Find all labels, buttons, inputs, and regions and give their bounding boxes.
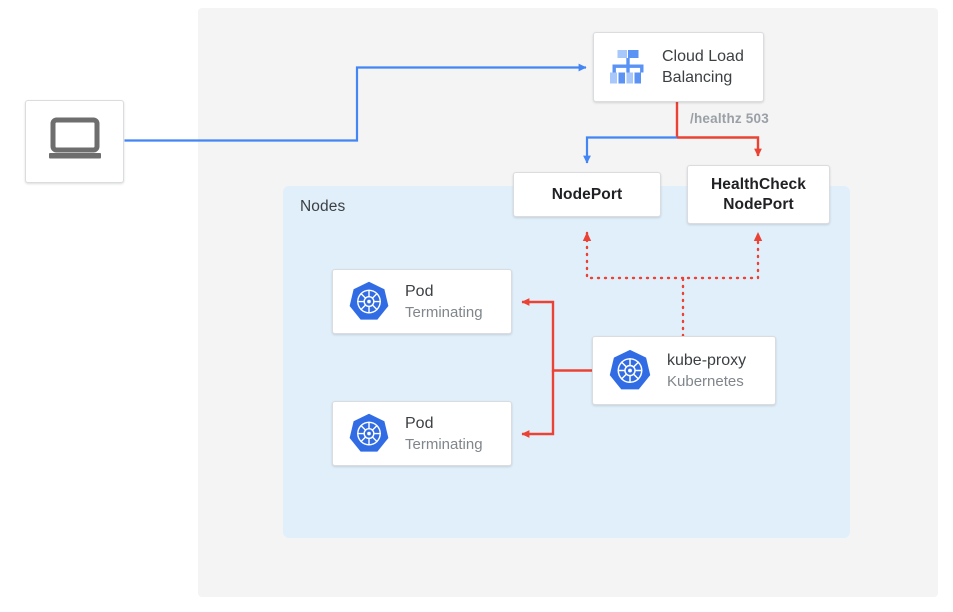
pod-1-status: Terminating	[405, 303, 483, 321]
pod-2-label: Pod Terminating	[405, 413, 483, 455]
healthz-edge-label: /healthz 503	[690, 111, 769, 126]
kube-proxy-card[interactable]: kube-proxy Kubernetes	[592, 336, 776, 405]
pod-card-2[interactable]: Pod Terminating	[332, 401, 512, 466]
nodeport-card[interactable]: NodePort	[513, 172, 661, 217]
nodes-region-label: Nodes	[300, 198, 346, 215]
client-card[interactable]	[25, 100, 124, 183]
cloud-load-balancing-label: Cloud Load Balancing	[662, 46, 744, 88]
healthcheck-nodeport-card[interactable]: HealthCheck NodePort	[687, 165, 830, 224]
kube-proxy-platform: Kubernetes	[667, 372, 744, 390]
laptop-icon	[45, 117, 105, 166]
kube-proxy-label: kube-proxy Kubernetes	[667, 350, 746, 392]
nodeport-label: NodePort	[551, 185, 623, 203]
kubernetes-icon	[347, 412, 391, 456]
clb-line-2: Balancing	[662, 69, 733, 86]
pod-2-status: Terminating	[405, 435, 483, 453]
pod-card-1[interactable]: Pod Terminating	[332, 269, 512, 334]
hc-line-1: HealthCheck	[711, 175, 806, 193]
hc-line-2: NodePort	[723, 195, 794, 213]
pod-2-name: Pod	[405, 414, 434, 432]
kubernetes-icon	[347, 280, 391, 324]
healthcheck-nodeport-label: HealthCheck NodePort	[711, 175, 806, 215]
pod-1-name: Pod	[405, 282, 434, 300]
pod-1-label: Pod Terminating	[405, 281, 483, 323]
cloud-load-balancing-icon	[608, 47, 648, 87]
kubernetes-icon	[607, 348, 653, 394]
cloud-load-balancing-card[interactable]: Cloud Load Balancing	[593, 32, 764, 102]
kube-proxy-name: kube-proxy	[667, 351, 747, 369]
clb-line-1: Cloud Load	[662, 48, 744, 65]
